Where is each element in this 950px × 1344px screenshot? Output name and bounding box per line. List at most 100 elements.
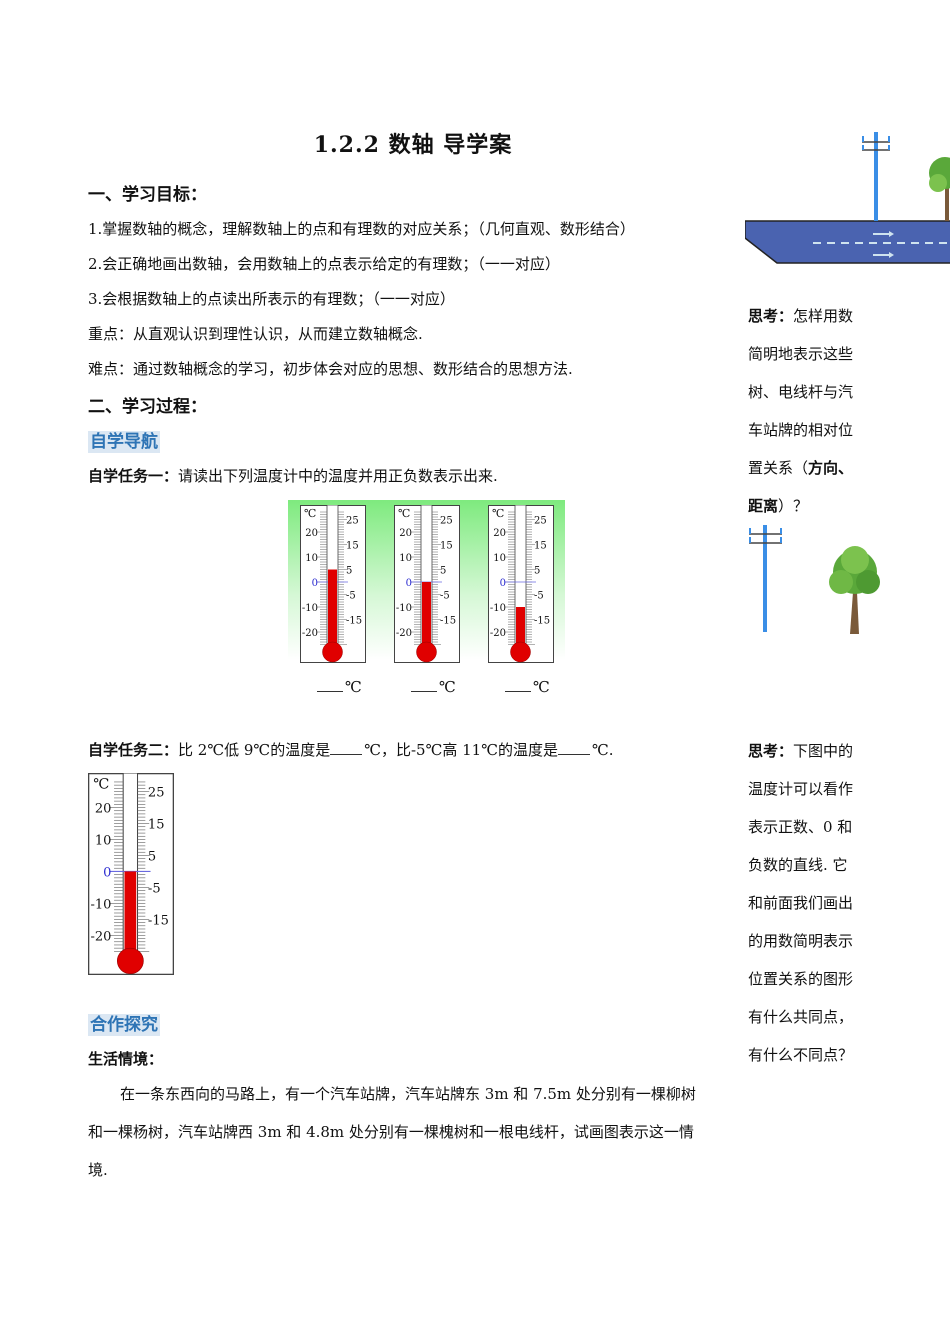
- road-illustration: [745, 132, 950, 264]
- scale-label: 20: [305, 528, 318, 539]
- note-line: 和前面我们画出: [748, 892, 853, 930]
- scale-label: 0: [103, 866, 111, 881]
- scale-label: -20: [302, 628, 318, 639]
- note-text: 有什么共同点，: [748, 1008, 854, 1026]
- note-line: 负数的直线. 它: [748, 854, 853, 892]
- task2-label: 自学任务二：: [88, 741, 179, 759]
- note-text: 位置关系的图形: [748, 970, 854, 988]
- note-text: 下图中的: [793, 742, 854, 760]
- mercury-column: [124, 871, 137, 961]
- tag-self-study: 自学导航: [88, 431, 160, 453]
- answer-unit: ℃: [439, 678, 456, 696]
- unit-label: ℃: [93, 776, 109, 792]
- mercury-column: [422, 582, 431, 652]
- answer-blank[interactable]: [505, 691, 531, 692]
- task2-text: ℃.: [592, 741, 614, 759]
- thermometer-bulb: [116, 947, 144, 975]
- answer-field[interactable]: ℃: [317, 678, 362, 696]
- note-text: 温度计可以看作: [748, 780, 854, 798]
- note-line: 距离）？: [748, 495, 853, 533]
- scale-label: 5: [534, 566, 540, 577]
- unit-label: ℃: [398, 507, 410, 520]
- note-text: 负数的直线. 它: [748, 856, 848, 874]
- task2-text: ℃，比-5℃高 11℃的温度是: [364, 741, 559, 759]
- note-line: 位置关系的图形: [748, 968, 853, 1006]
- note-text: 有什么不同点？: [748, 1046, 854, 1064]
- answer-blank[interactable]: [330, 754, 363, 755]
- scale-label: 15: [440, 541, 453, 552]
- difficult-point: 难点：通过数轴概念的学习，初步体会对应的思想、数形结合的思想方法.: [88, 360, 573, 378]
- scale-label: 15: [534, 541, 547, 552]
- scale-label: 5: [148, 850, 156, 865]
- note-emphasis: 思考：: [748, 307, 794, 325]
- scale-label: 10: [399, 553, 412, 564]
- note-text: 简明地表示这些: [748, 345, 854, 363]
- scale-label: -5: [148, 882, 161, 897]
- note-text: 表示正数、0 和: [748, 818, 853, 836]
- scale-label: 20: [95, 802, 112, 817]
- section-heading-goals: 一、学习目标：: [88, 185, 207, 205]
- scale-label: 0: [312, 578, 318, 589]
- task2: 自学任务二：比 2℃低 9℃的温度是 ℃，比-5℃高 11℃的温度是 ℃.: [88, 739, 614, 760]
- scale-label: -15: [346, 616, 362, 627]
- utility-pole-icon: [749, 525, 782, 632]
- note-line: 树、电线杆与汽: [748, 381, 853, 419]
- utility-pole-icon: [862, 132, 890, 221]
- note-emphasis: 思考：: [748, 742, 794, 760]
- answer-field[interactable]: ℃: [411, 678, 456, 696]
- scenario-text: 和一棵杨树，汽车站牌西 3m 和 4.8m 处分别有一棵槐树和一根电线杆，试画图…: [88, 1123, 694, 1141]
- scale-label: -20: [90, 930, 111, 945]
- scale-label: -20: [490, 628, 506, 639]
- scale-label: 20: [399, 528, 412, 539]
- scale-label: 15: [148, 818, 165, 833]
- scale-label: 20: [493, 528, 506, 539]
- note-text: 树、电线杆与汽: [748, 383, 854, 401]
- scale-label: -10: [302, 603, 318, 614]
- goal-item: 3.会根据数轴上的点读出所表示的有理数；（一一对应）: [88, 290, 455, 308]
- answer-blank[interactable]: [411, 691, 437, 692]
- think-note-2: 思考：下图中的温度计可以看作表示正数、0 和负数的直线. 它和前面我们画出的用数…: [748, 740, 853, 1082]
- note-line: 置关系（方向、: [748, 457, 853, 495]
- key-point: 重点：从直观认识到理性认识，从而建立数轴概念.: [88, 325, 423, 343]
- answer-unit: ℃: [533, 678, 550, 696]
- scale-label: -20: [396, 628, 412, 639]
- goal-item: 2.会正确地画出数轴，会用数轴上的点表示给定的有理数；（一一对应）: [88, 255, 560, 273]
- task2-text: 比 2℃低 9℃的温度是: [178, 741, 331, 759]
- scale-label: -10: [490, 603, 506, 614]
- thermometer-bulb: [322, 641, 343, 663]
- pole-and-tree-illustration: [749, 525, 880, 634]
- answer-field[interactable]: ℃: [505, 678, 550, 696]
- note-text: 车站牌的相对位: [748, 421, 854, 439]
- task1-label: 自学任务一：: [88, 467, 179, 485]
- note-line: 思考：怎样用数: [748, 305, 853, 343]
- note-text: 的用数简明表示: [748, 932, 854, 950]
- scenario-label: 生活情境：: [88, 1050, 164, 1068]
- scale-label: 0: [500, 578, 506, 589]
- scale-label: -15: [148, 914, 169, 929]
- scale-label: -5: [346, 591, 356, 602]
- note-emphasis: 方向、: [808, 459, 854, 477]
- scale-label: -15: [440, 616, 456, 627]
- goal-item: 1.掌握数轴的概念，理解数轴上的点和有理数的对应关系；（几何直观、数形结合）: [88, 220, 635, 238]
- scale-label: 25: [148, 786, 165, 801]
- mercury-column: [516, 607, 525, 652]
- note-emphasis: 距离: [748, 497, 779, 515]
- scale-label: 25: [346, 516, 359, 527]
- scenario-text: 境.: [88, 1161, 108, 1179]
- scenario-text: 在一条东西向的马路上，有一个汽车站牌，汽车站牌东 3m 和 7.5m 处分别有一…: [120, 1085, 696, 1103]
- note-text: 和前面我们画出: [748, 894, 854, 912]
- answer-blank[interactable]: [317, 691, 343, 692]
- unit-label: ℃: [304, 507, 316, 520]
- thermometer-bulb: [510, 641, 531, 663]
- scale-label: 25: [440, 516, 453, 527]
- scale-label: 10: [305, 553, 318, 564]
- scale-label: 15: [346, 541, 359, 552]
- answer-unit: ℃: [345, 678, 362, 696]
- note-line: 思考：下图中的: [748, 740, 853, 778]
- thermometer-bulb: [416, 641, 437, 663]
- answer-blank[interactable]: [558, 754, 591, 755]
